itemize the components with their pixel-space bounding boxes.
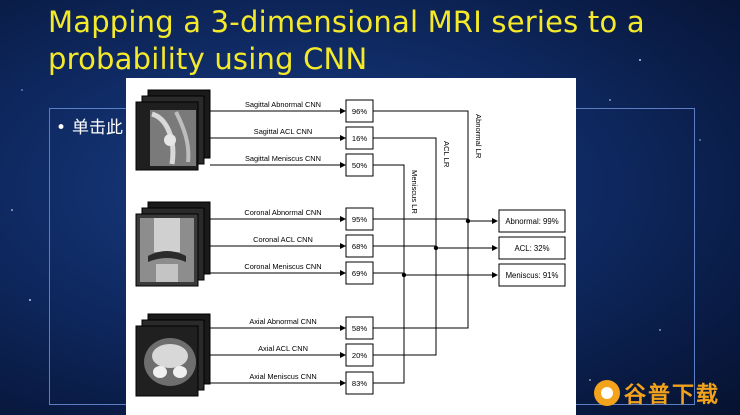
bullet-placeholder[interactable]: •单击此 — [56, 113, 123, 138]
output-abnormal: Abnormal: 99% — [505, 217, 558, 226]
probability-boxes: 96% 16% 50% 95% 68% 69% 58% 20% 83% — [345, 99, 374, 395]
prob-coronal-meniscus: 69% — [352, 269, 367, 278]
cnn-label-axial-abnormal: Axial Abnormal CNN — [249, 317, 316, 326]
prob-axial-meniscus: 83% — [352, 379, 367, 388]
output-boxes: Abnormal: 99% ACL: 32% Meniscus: 91% — [498, 209, 566, 287]
junction-dots — [401, 218, 471, 278]
title-line-1: Mapping a 3-dimensional MRI series to a — [48, 5, 645, 39]
abnormal-lr-label: Abnormal LR — [474, 114, 483, 159]
watermark-logo-icon — [593, 380, 620, 406]
prob-sagittal-abnormal: 96% — [352, 107, 367, 116]
cnn-label-sagittal-acl: Sagittal ACL CNN — [254, 127, 312, 136]
prob-sagittal-meniscus: 50% — [352, 161, 367, 170]
watermark-text: 谷普下载 — [623, 383, 720, 408]
acl-lr-label: ACL LR — [442, 141, 451, 168]
prob-coronal-abnormal: 95% — [352, 215, 367, 224]
cnn-pipeline-figure: Sagittal Abnormal CNN Sagittal ACL CNN S… — [126, 78, 576, 415]
bullet-text: 单击此 — [72, 118, 124, 138]
connection-lines — [210, 108, 498, 386]
cnn-label-coronal-abnormal: Coronal Abnormal CNN — [244, 208, 321, 217]
bullet-dot: • — [56, 118, 67, 138]
cnn-label-sagittal-meniscus: Sagittal Meniscus CNN — [245, 154, 321, 163]
cnn-label-sagittal-abnormal: Sagittal Abnormal CNN — [245, 100, 321, 109]
slide-title: Mapping a 3-dimensional MRI series to a … — [48, 4, 645, 78]
prob-axial-acl: 20% — [352, 351, 367, 360]
cnn-label-coronal-meniscus: Coronal Meniscus CNN — [244, 262, 321, 271]
cnn-label-axial-acl: Axial ACL CNN — [258, 344, 308, 353]
output-meniscus: Meniscus: 91% — [506, 271, 559, 280]
prob-coronal-acl: 68% — [352, 242, 367, 251]
coronal-mri-stack — [135, 201, 211, 287]
meniscus-lr-label: Meniscus LR — [410, 170, 419, 214]
prob-sagittal-acl: 16% — [352, 134, 367, 143]
cnn-label-axial-meniscus: Axial Meniscus CNN — [249, 372, 316, 381]
title-line-2: probability using CNN — [48, 42, 368, 76]
axial-mri-stack — [135, 313, 211, 397]
sagittal-mri-stack — [135, 89, 211, 171]
cnn-label-coronal-acl: Coronal ACL CNN — [253, 235, 313, 244]
prob-axial-abnormal: 58% — [352, 324, 367, 333]
output-acl: ACL: 32% — [514, 244, 549, 253]
watermark: 谷普下载 — [593, 377, 720, 409]
